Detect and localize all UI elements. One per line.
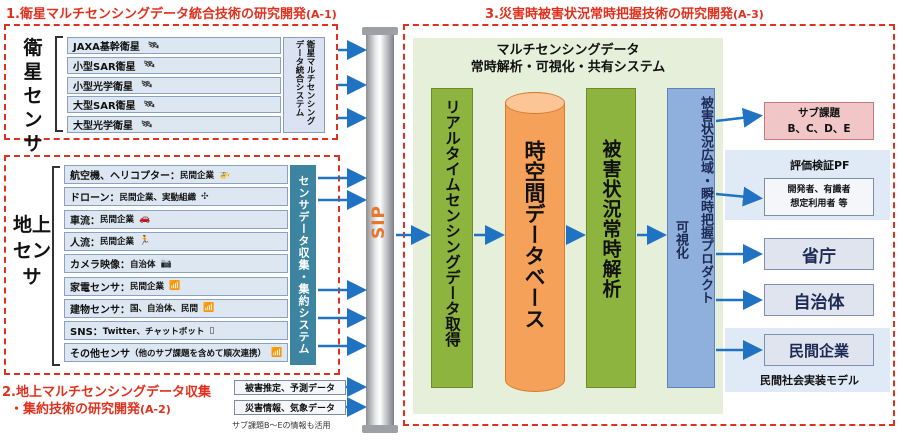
drone-icon: ✣ bbox=[201, 191, 209, 202]
ground-system-bar: センサデータ収集・集約システム bbox=[290, 165, 316, 365]
satellite-item: JAXA基幹衛星 🛰 bbox=[67, 37, 281, 54]
satellite-item: 小型SAR衛星 🛰 bbox=[67, 56, 281, 74]
column-spatiotemporal-db-label: 時空間データベース bbox=[522, 140, 546, 329]
column-realtime-acquisition-label: リアルタイムセンシングデータ取得 bbox=[443, 99, 461, 347]
satellite-section bbox=[4, 24, 338, 140]
satellite-icon: 🛰 bbox=[141, 119, 153, 130]
satellite-bracket bbox=[55, 36, 63, 132]
camera-icon: 📷 bbox=[160, 258, 172, 269]
output-ministry: 省庁 bbox=[764, 238, 874, 270]
ground-sensor-name: その他センサ bbox=[70, 349, 130, 361]
input-note: サブ課題B～Eの情報も活用 bbox=[232, 421, 331, 430]
satellite-icon: 🛰 bbox=[141, 80, 153, 91]
arrow-out-subtask bbox=[715, 107, 763, 128]
satellite-item-label: 大型光学衛星 bbox=[73, 121, 133, 133]
column-damage-analysis-label: 被害状況常時解析 bbox=[599, 139, 622, 299]
ground-sensor-provider: 国、自治体、民間 bbox=[130, 304, 199, 315]
satellite-item-label: 小型光学衛星 bbox=[73, 81, 133, 93]
ground-sensor-name: カメラ映像： bbox=[70, 260, 130, 272]
arrow-out-pf bbox=[715, 186, 763, 207]
ground-sensor-item: 建物センサ：国、自治体、民間 📶 bbox=[64, 298, 288, 318]
satellite-item-label: 大型SAR衛星 bbox=[73, 101, 136, 113]
ground-sensor-name: 人流： bbox=[70, 237, 100, 249]
ground-sensor-name: 建物センサ： bbox=[70, 304, 130, 316]
column-damage-product bbox=[667, 88, 715, 388]
satellite-group-label: 衛星センサ bbox=[23, 37, 45, 155]
title-a1: 1.衛星マルチセンシングデータ統合技術の研究開発(A-1) bbox=[6, 7, 337, 22]
ground-sensor-name: SNS： bbox=[70, 327, 103, 339]
ground-sensor-provider: 自治体 bbox=[130, 259, 156, 270]
output-subtask: サブ課題 B、C、D、E bbox=[764, 102, 874, 140]
output-model-note: 民間社会実装モデル bbox=[760, 374, 859, 387]
a3-section bbox=[403, 24, 895, 426]
column-damage-analysis: 被害状況常時解析 bbox=[586, 88, 636, 388]
ground-sensor-name: ドローン： bbox=[70, 193, 120, 205]
ground-sensor-provider: 民間企業、実動組織 bbox=[119, 192, 197, 203]
column-spatiotemporal-db-top bbox=[505, 92, 565, 114]
column-damage-product-side: 可視化 bbox=[673, 220, 688, 259]
ground-group-label: 地上センサ bbox=[12, 214, 51, 288]
helicopter-icon: 🚁 bbox=[219, 169, 231, 180]
output-private: 民間企業 bbox=[764, 334, 874, 366]
satellite-item-label: JAXA基幹衛星 bbox=[73, 42, 140, 53]
satellite-item-label: 小型SAR衛星 bbox=[73, 61, 136, 73]
phone-icon: ▯ bbox=[209, 325, 215, 336]
car-icon: 🚗 bbox=[139, 214, 151, 225]
ground-sensor-provider: 民間企業 bbox=[100, 237, 135, 248]
wifi-icon: 📶 bbox=[169, 281, 181, 291]
ground-system-label: センサデータ収集・集約システム bbox=[297, 175, 310, 355]
sip-pipe-bottom bbox=[362, 425, 398, 433]
ground-sensor-item: カメラ映像：自治体 📷 bbox=[64, 254, 288, 274]
satellite-item: 小型光学衛星 🛰 bbox=[67, 76, 281, 94]
title-a2: 2.地上マルチセンシングデータ収集 ・集約技術の研究開発(A-2) bbox=[2, 385, 211, 417]
ground-sensor-item: その他センサ（他のサブ課題を含めて順次連携） 📶 bbox=[64, 343, 288, 363]
ground-sensor-provider: 民間企業 bbox=[180, 170, 215, 181]
ground-bracket bbox=[52, 166, 60, 366]
satellite-system-label: 衛星マルチセンシングデータ統合システム bbox=[294, 40, 315, 125]
title-a3: 3.災害時被害状況常時把握技術の研究開発(A-3) bbox=[485, 7, 764, 22]
ground-sensor-name: 家電センサ： bbox=[70, 282, 130, 294]
sip-pipe bbox=[366, 28, 394, 430]
wifi-icon: 📶 bbox=[271, 347, 283, 358]
input-damage-prediction: 被害推定、予測データ bbox=[234, 380, 346, 395]
satellite-icon: 🛰 bbox=[143, 60, 156, 71]
ground-sensor-provider: 民間企業 bbox=[130, 282, 165, 292]
ground-sensor-item: 車流：民間企業 🚗 bbox=[64, 209, 288, 229]
column-realtime-acquisition: リアルタイムセンシングデータ取得 bbox=[431, 88, 473, 388]
ground-sensor-item: 航空機、ヘリコプター：民間企業 🚁 bbox=[64, 165, 288, 184]
output-pf-title: 評価検証PF bbox=[790, 159, 850, 172]
ground-sensor-provider: Twitter、チャットボット bbox=[102, 326, 205, 337]
column-spatiotemporal-db bbox=[505, 92, 565, 392]
ground-sensor-name: 航空機、ヘリコプター： bbox=[70, 171, 180, 182]
ground-sensor-item: 人流：民間企業 🏃 bbox=[64, 231, 288, 251]
output-pf-box: 開発者、有識者 想定利用者 等 bbox=[764, 178, 874, 216]
output-local-gov: 自治体 bbox=[764, 284, 874, 316]
wifi-icon: 📶 bbox=[203, 303, 215, 314]
ground-sensor-item: 家電センサ：民間企業 📶 bbox=[64, 276, 288, 296]
ground-sensor-name: 車流： bbox=[70, 215, 100, 227]
column-damage-product-label: 被害状況広域・瞬時把握プロダクト bbox=[698, 96, 713, 304]
satellite-icon: 🛰 bbox=[147, 40, 160, 51]
satellite-item: 大型SAR衛星 🛰 bbox=[67, 96, 281, 114]
analysis-system-title: マルチセンシングデータ 常時解析・可視化・共有システム bbox=[470, 43, 666, 75]
input-disaster-weather: 災害情報、気象データ bbox=[234, 400, 346, 415]
ground-section bbox=[4, 155, 340, 375]
satellite-icon: 🛰 bbox=[143, 99, 156, 110]
ground-sensor-item: SNS：Twitter、チャットボット ▯ bbox=[64, 321, 288, 341]
sip-pipe-top bbox=[362, 27, 398, 35]
ground-sensor-provider: （他のサブ課題を含めて順次連携） bbox=[130, 348, 267, 359]
people-icon: 🏃 bbox=[139, 236, 151, 247]
ground-sensor-item: ドローン：民間企業、実動組織 ✣ bbox=[64, 187, 288, 207]
satellite-item: 大型光学衛星 🛰 bbox=[67, 116, 281, 134]
satellite-system-box: 衛星マルチセンシングデータ統合システム bbox=[283, 37, 325, 133]
ground-sensor-provider: 民間企業 bbox=[100, 215, 135, 226]
